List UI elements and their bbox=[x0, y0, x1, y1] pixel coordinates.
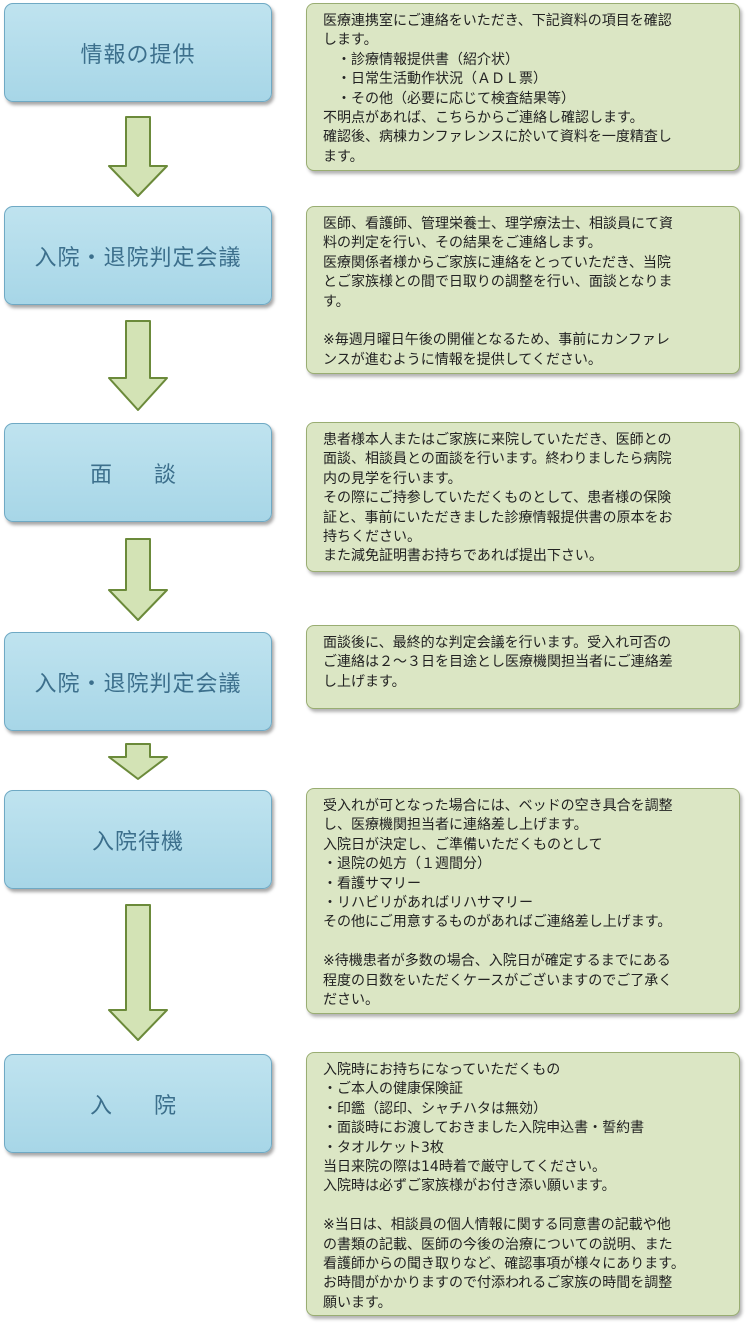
desc-line: とご家族様との間で日取りの調整を行い、面談となりま bbox=[323, 274, 673, 291]
desc-line: 程度の日数をいただくケースがございますのでご了承く bbox=[323, 972, 673, 989]
desc-line: ・その他（必要に応じて検査結果等） bbox=[323, 90, 575, 107]
step-box-3: 面 談 bbox=[4, 423, 272, 522]
desc-line: 受入れが可となった場合には、ベッドの空き具合を調整 bbox=[323, 798, 673, 814]
step-description-3: 患者様本人またはご家族に来院していただき、医師との 面談、相談員との面談を行いま… bbox=[306, 422, 740, 572]
step-box-6: 入 院 bbox=[4, 1054, 272, 1153]
desc-line: ・退院の処方（１週間分） bbox=[323, 856, 491, 873]
desc-line: ・日常生活動作状況（ＡＤＬ票） bbox=[323, 71, 547, 88]
desc-line: 看護師からの聞き取りなど、確認事項が様々にあります。 bbox=[323, 1256, 685, 1273]
desc-line: ・診療情報提供書（紹介状） bbox=[323, 51, 519, 68]
desc-line: し、医療機関担当者に連絡差し上げます。 bbox=[323, 817, 588, 834]
desc-line: その他にご用意するものがあればご連絡差し上げます。 bbox=[323, 914, 672, 931]
desc-line: お時間がかかりますので付添われるご家族の時間を調整 bbox=[323, 1275, 673, 1292]
desc-line: 患者様本人またはご家族に来院していただき、医師との bbox=[323, 432, 672, 448]
desc-line bbox=[323, 1197, 727, 1216]
desc-line: 面談後に、最終的な判定会議を行います。受入れ可否の bbox=[323, 635, 672, 651]
down-arrow-icon bbox=[107, 904, 169, 1042]
desc-line: 持ちください。 bbox=[323, 529, 421, 546]
desc-line: ださい。 bbox=[323, 992, 379, 1009]
step-box-2: 入院・退院判定会議 bbox=[4, 206, 272, 305]
desc-line: 医師、看護師、管理栄養士、理学療法士、相談員にて資 bbox=[323, 216, 673, 232]
step-label: 入院・退院判定会議 bbox=[34, 671, 242, 697]
desc-line: 入院日が決定し、ご準備いただくものとして bbox=[323, 836, 603, 853]
desc-line: 面談、相談員との面談を行います。終わりましたら病院 bbox=[323, 451, 672, 468]
step-description-5: 受入れが可となった場合には、ベッドの空き具合を調整 し、医療機関担当者に連絡差し… bbox=[306, 788, 740, 1014]
desc-line: ・ご本人の健康保険証 bbox=[323, 1081, 463, 1098]
desc-line: 願います。 bbox=[323, 1294, 392, 1311]
desc-line: ンスが進むように情報を提供してください。 bbox=[323, 351, 602, 368]
desc-line: また減免証明書お持ちであれば提出下さい。 bbox=[323, 548, 603, 565]
desc-line: 料の判定を行い、その結果をご連絡します。 bbox=[323, 235, 602, 252]
desc-line: ・リハビリがあればリハサマリー bbox=[323, 895, 533, 912]
desc-line: 証と、事前にいただきました診療情報提供書の原本をお bbox=[323, 509, 673, 526]
desc-line: 不明点があれば、こちらからご連絡し確認します。 bbox=[323, 110, 644, 127]
desc-line: その際にご持参していただくものとして、患者様の保険 bbox=[323, 490, 672, 507]
step-box-4: 入院・退院判定会議 bbox=[4, 632, 272, 731]
desc-line: ※毎週月曜日午後の開催となるため、事前にカンファレ bbox=[323, 332, 670, 349]
step-label: 入院待機 bbox=[91, 829, 184, 855]
step-box-5: 入院待機 bbox=[4, 790, 272, 889]
desc-line: の書類の記載、医師の今後の治療についての説明、また bbox=[323, 1236, 673, 1253]
desc-line: ※待機患者が多数の場合、入院日が確定するまでにある bbox=[323, 953, 671, 970]
down-arrow-icon bbox=[107, 320, 169, 412]
step-label: 入 院 bbox=[89, 1093, 186, 1119]
desc-line: ご連絡は２～３日を目途とし医療機関担当者にご連絡差 bbox=[323, 654, 673, 671]
desc-line: し上げます。 bbox=[323, 673, 406, 690]
step-description-4: 面談後に、最終的な判定会議を行います。受入れ可否の ご連絡は２～３日を目途とし医… bbox=[306, 625, 740, 709]
desc-line: 医療連携室にご連絡をいただき、下記資料の項目を確認 bbox=[323, 13, 672, 29]
step-description-2: 医師、看護師、管理栄養士、理学療法士、相談員にて資 料の判定を行い、その結果をご… bbox=[306, 206, 740, 374]
step-description-1: 医療連携室にご連絡をいただき、下記資料の項目を確認 します。 ・診療情報提供書（… bbox=[306, 3, 740, 171]
desc-line: します。 bbox=[323, 32, 378, 49]
down-arrow-icon bbox=[107, 116, 169, 198]
down-arrow-icon bbox=[107, 743, 169, 781]
desc-line: 確認後、病棟カンファレンスに於いて資料を一度精査し bbox=[323, 129, 672, 146]
step-description-6: 入院時にお持ちになっていただくもの ・ご本人の健康保険証 ・印鑑（認印、シャチハ… bbox=[306, 1052, 740, 1316]
desc-line: 入院時にお持ちになっていただくもの bbox=[323, 1062, 561, 1078]
desc-line bbox=[323, 933, 727, 952]
desc-line: ・面談時にお渡しておきました入院申込書・誓約書 bbox=[323, 1120, 645, 1137]
desc-line: 入院時は必ずご家族様がお付き添い願います。 bbox=[323, 1178, 616, 1195]
desc-line: ・印鑑（認印、シャチハタは無効） bbox=[323, 1100, 547, 1117]
down-arrow-icon bbox=[107, 538, 169, 622]
desc-line: す。 bbox=[323, 293, 350, 310]
step-label: 情報の提供 bbox=[80, 42, 196, 68]
desc-line bbox=[323, 312, 727, 331]
desc-line: ます。 bbox=[323, 148, 364, 165]
desc-line: 医療関係者様からご家族に連絡をとっていただき、当院 bbox=[323, 254, 671, 271]
desc-line: ※当日は、相談員の個人情報に関する同意書の記載や他 bbox=[323, 1217, 671, 1234]
desc-line: 内の見学を行います。 bbox=[323, 470, 462, 487]
desc-line: 当日来院の際は14時着で厳守してください。 bbox=[323, 1159, 606, 1176]
step-label: 入院・退院判定会議 bbox=[34, 245, 242, 271]
step-box-1: 情報の提供 bbox=[4, 3, 272, 102]
desc-line: ・タオルケット3枚 bbox=[323, 1139, 444, 1156]
step-label: 面 談 bbox=[89, 462, 186, 488]
desc-line: ・看護サマリー bbox=[323, 875, 421, 892]
